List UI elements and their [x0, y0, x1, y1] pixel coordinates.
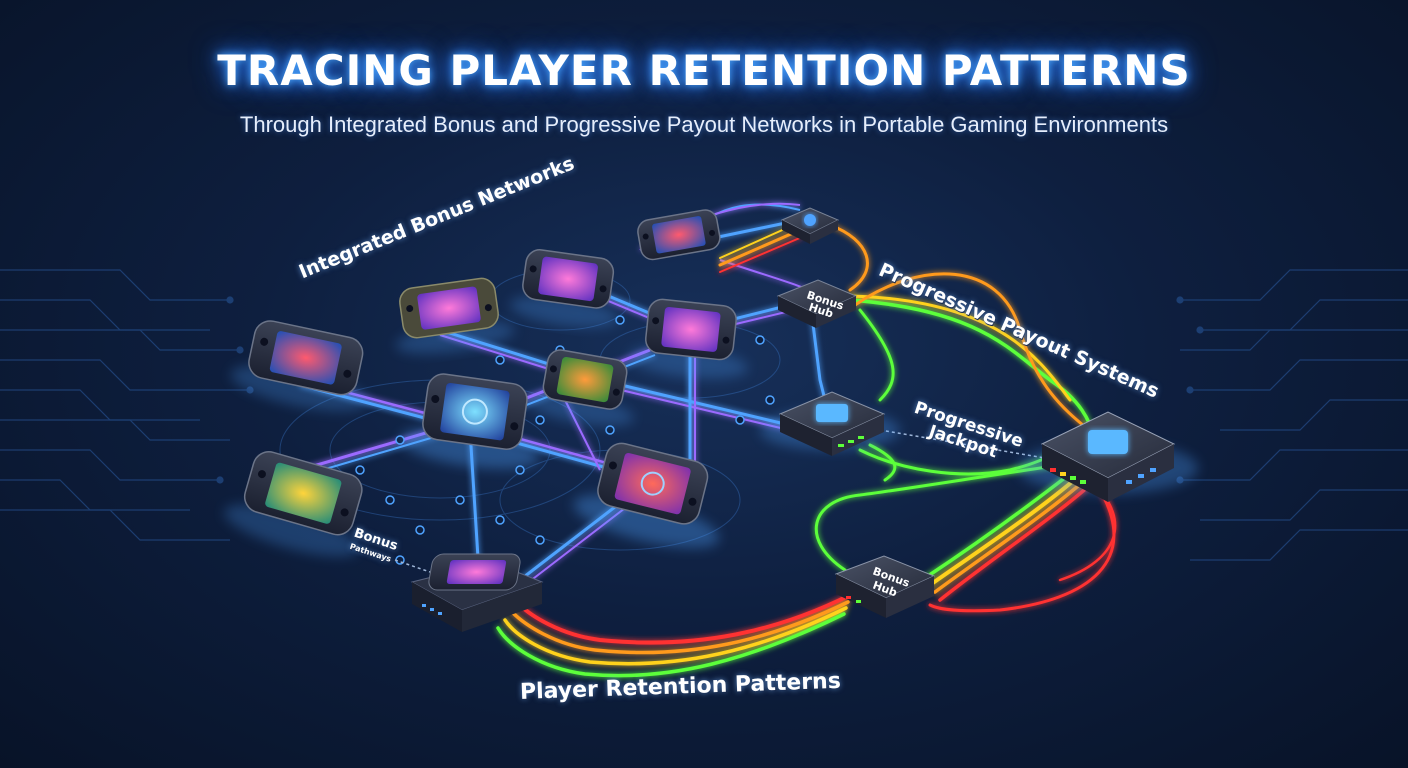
- handheld-console-icon: [628, 298, 749, 379]
- jackpot-hub: [760, 391, 900, 456]
- handheld-console-icon: [395, 277, 515, 354]
- bonus-hub-top: Bonus Hub: [776, 279, 858, 328]
- jackpot-connector: [879, 429, 1046, 459]
- handheld-console-icon: [224, 451, 363, 557]
- handheld-console-icon: [509, 249, 619, 328]
- circuit-lines-right: [1176, 269, 1408, 561]
- payout-master-hub: [1018, 411, 1198, 502]
- bonus-hub-bottom: Bonus Hub: [834, 555, 936, 618]
- handheld-console-icon: [230, 320, 368, 411]
- page-subtitle: Through Integrated Bonus and Progressive…: [239, 112, 1169, 137]
- page-title: TRACING PLAYER RETENTION PATTERNS: [217, 46, 1191, 95]
- handheld-console-icon: [637, 209, 721, 261]
- handheld-console-icon: [573, 442, 720, 548]
- payout-pathways: [496, 222, 1117, 678]
- handheld-console-icon: [400, 373, 540, 469]
- handheld-console-icon: [525, 349, 635, 426]
- circuit-lines-left: [0, 269, 254, 541]
- server-hub-icon: [780, 207, 840, 244]
- pathways-connector: [394, 559, 431, 573]
- handheld-console-icon: [410, 553, 544, 632]
